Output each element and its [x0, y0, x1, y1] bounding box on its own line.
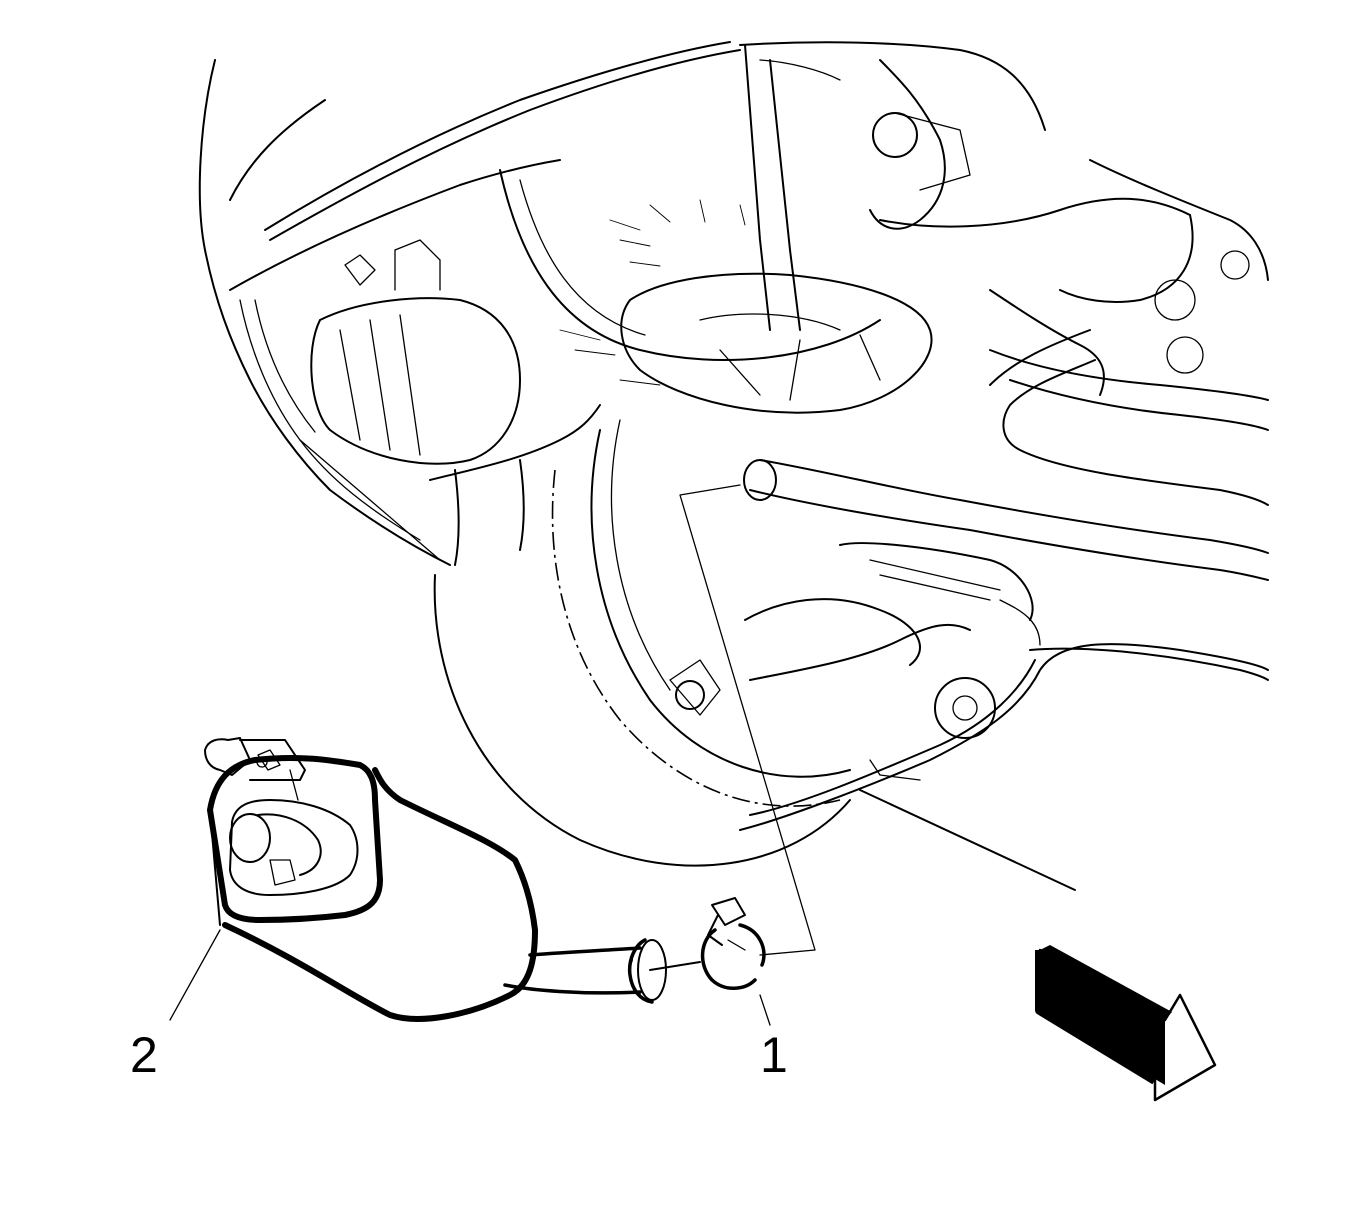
exhaust-clamp [649, 897, 766, 990]
callout-label-2: 2 [130, 1027, 158, 1083]
callout-label-1: 1 [760, 1027, 788, 1083]
muffler-inlet-pipe [503, 938, 667, 1004]
forward-direction-arrow [1035, 945, 1217, 1102]
heat-shield [310, 239, 601, 566]
rear-body-fascia [198, 41, 1046, 566]
spare-tire-well [499, 44, 933, 414]
leader-lines [169, 484, 816, 1026]
muffler [204, 737, 538, 1022]
rear-suspension [669, 542, 1269, 831]
frame-rail-right [869, 59, 1269, 431]
exhaust-intermediate-pipe [743, 289, 1269, 581]
rear-tire [433, 419, 1076, 891]
